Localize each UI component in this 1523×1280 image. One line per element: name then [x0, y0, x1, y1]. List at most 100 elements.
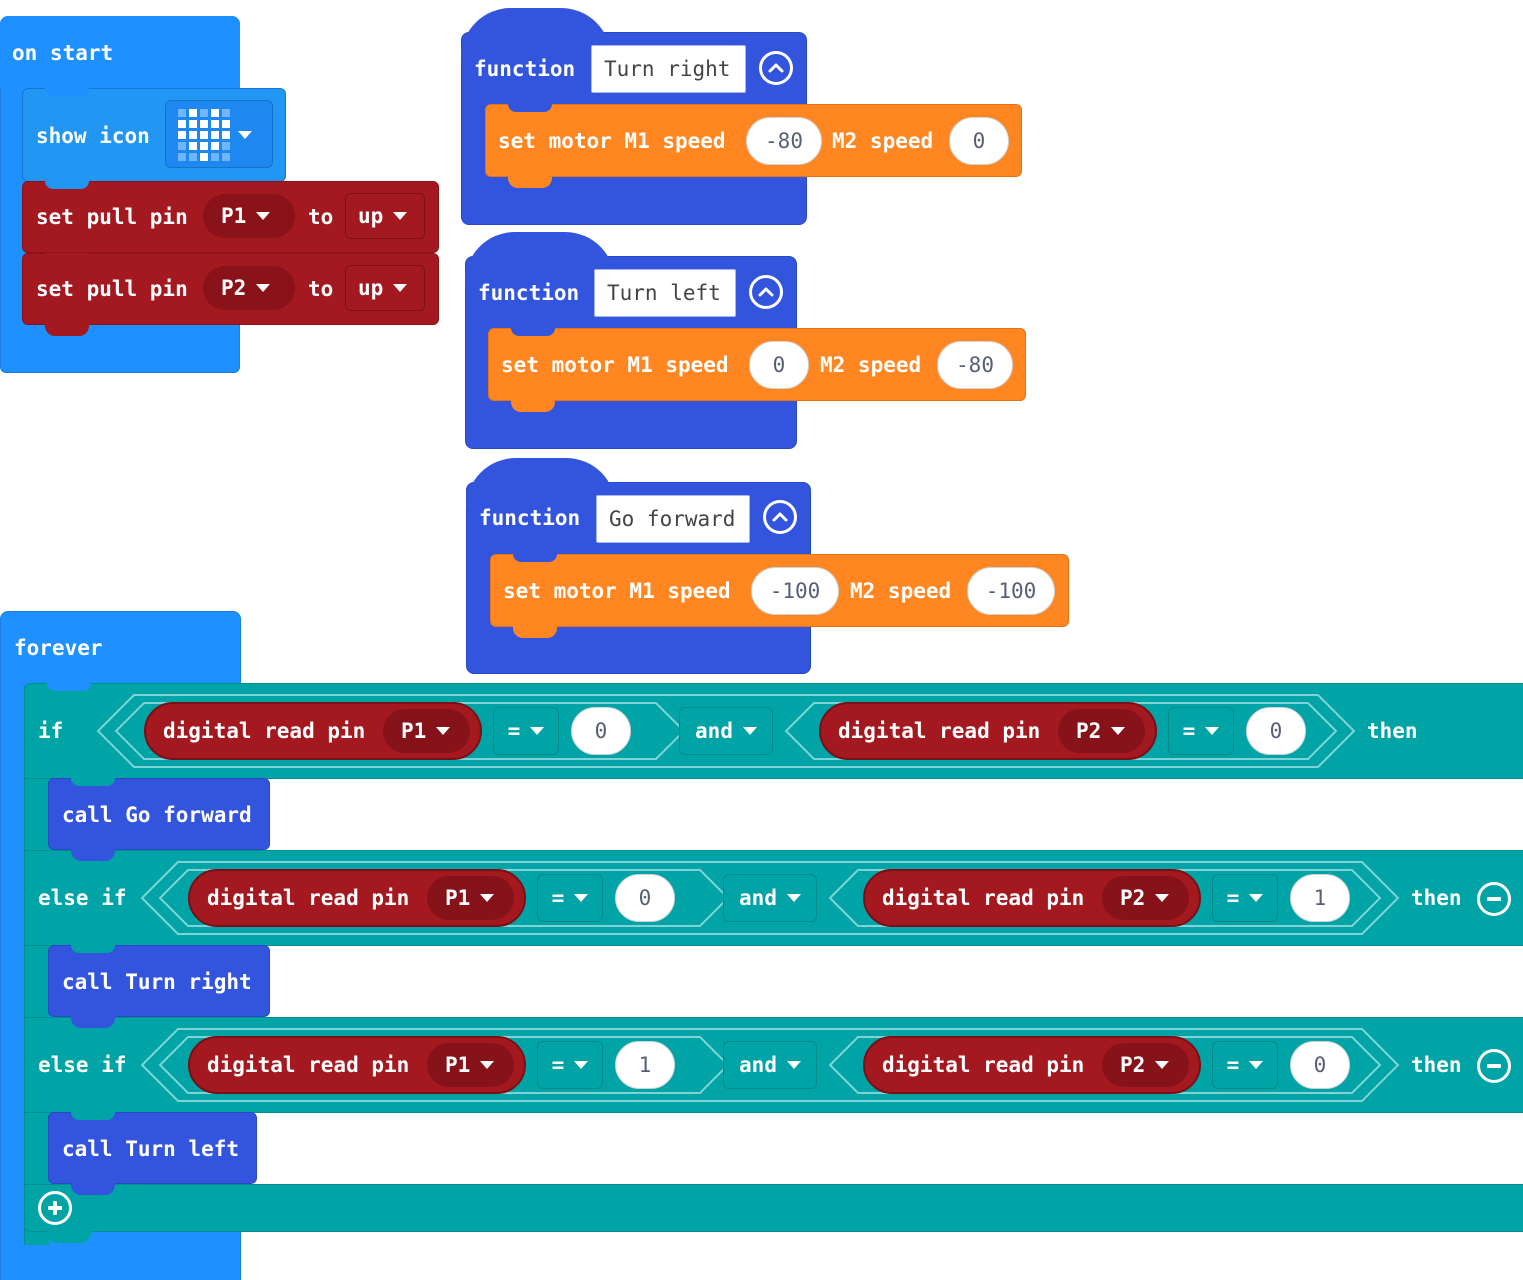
and-dropdown[interactable]: and [723, 1041, 817, 1089]
function-name-field[interactable]: Turn left [594, 269, 736, 317]
pin-dropdown[interactable]: P1 [383, 709, 470, 753]
notch [45, 181, 89, 189]
m2-speed-label: M2 speed [832, 129, 934, 153]
function-keyword: function [478, 281, 580, 305]
notch-tab [47, 1231, 91, 1243]
m2-speed-input[interactable]: -100 [967, 567, 1055, 615]
compare-op-dropdown[interactable]: = [493, 707, 559, 755]
digital-read-pin-label: digital read pin [207, 886, 410, 910]
minus-icon [1487, 897, 1501, 901]
set-motor-label: set motor M1 speed [498, 129, 726, 153]
pin-dropdown[interactable]: P2 [203, 266, 295, 310]
chevron-down-icon [786, 1061, 801, 1069]
notch [511, 328, 555, 336]
pin-dropdown[interactable]: P1 [427, 1043, 514, 1087]
compare-op: = [1182, 719, 1196, 743]
pull-mode-value: up [358, 204, 384, 228]
notch [71, 945, 115, 953]
compare-op-dropdown[interactable]: = [537, 874, 603, 922]
m1-speed-value: -80 [765, 129, 803, 153]
compare-value: 0 [594, 719, 608, 743]
chevron-down-icon [574, 1061, 589, 1069]
compare-value: 0 [1313, 1053, 1327, 1077]
compare-op-dropdown[interactable]: = [1212, 1041, 1278, 1089]
then-label: then [1411, 886, 1462, 910]
m2-speed-label: M2 speed [850, 579, 952, 603]
add-branch-button[interactable] [38, 1191, 72, 1225]
compare-value-input[interactable]: 1 [1290, 874, 1350, 922]
chevron-down-icon [436, 727, 451, 735]
pin-value: P2 [1076, 719, 1102, 743]
on-start-label: on start [12, 41, 114, 65]
m2-speed-input[interactable]: -80 [937, 341, 1013, 389]
function-name-field[interactable]: Go forward [596, 495, 750, 543]
function-name: Turn left [607, 281, 721, 305]
remove-branch-button[interactable] [1477, 1049, 1511, 1083]
digital-read-pin-label: digital read pin [882, 886, 1085, 910]
icon-picker[interactable] [165, 100, 273, 168]
call-function-block[interactable] [48, 945, 270, 1017]
else-if-keyword: else if [38, 1053, 127, 1077]
compare-value-input[interactable]: 1 [615, 1041, 675, 1089]
set-motor-label: set motor M1 speed [501, 353, 729, 377]
chevron-down-icon [574, 894, 589, 902]
compare-op: = [551, 886, 565, 910]
call-label: call Turn left [62, 1137, 240, 1161]
m2-speed-input[interactable]: 0 [949, 117, 1009, 165]
forever-label: forever [14, 636, 103, 660]
conj: and [739, 1053, 777, 1077]
compare-value-input[interactable]: 0 [1290, 1041, 1350, 1089]
pin-value: P1 [445, 1053, 471, 1077]
compare-value-input[interactable]: 0 [1246, 707, 1306, 755]
chevron-down-icon [393, 212, 408, 220]
pin-dropdown[interactable]: P1 [203, 194, 295, 238]
and-dropdown[interactable]: and [723, 874, 817, 922]
pin-dropdown[interactable]: P2 [1102, 1043, 1189, 1087]
pull-mode-dropdown[interactable]: up [345, 265, 425, 311]
notch [45, 88, 89, 96]
m1-speed-input[interactable]: 0 [749, 341, 809, 389]
collapse-params-button[interactable] [759, 51, 793, 85]
show-icon-label: show icon [36, 124, 150, 148]
compare-op-dropdown[interactable]: = [1212, 874, 1278, 922]
function-hat-cap [466, 458, 616, 508]
call-function-block[interactable] [48, 778, 270, 850]
compare-value-input[interactable]: 0 [571, 707, 631, 755]
call-label: call Turn right [62, 970, 252, 994]
pin-value: P1 [221, 204, 247, 228]
chevron-up-icon [772, 512, 788, 522]
chevron-down-icon [742, 727, 757, 735]
minus-icon [1487, 1064, 1501, 1068]
notch [513, 554, 557, 562]
pin-dropdown[interactable]: P2 [1102, 876, 1189, 920]
remove-branch-button[interactable] [1477, 882, 1511, 916]
collapse-params-button[interactable] [749, 275, 783, 309]
if-else-footer [24, 1184, 1523, 1232]
chevron-down-icon [1155, 1061, 1170, 1069]
function-keyword: function [479, 506, 581, 530]
and-condition-outline [140, 1028, 1400, 1102]
function-name-field[interactable]: Turn right [591, 45, 746, 93]
m1-speed-input[interactable]: -100 [751, 567, 839, 615]
chevron-down-icon [1249, 1061, 1264, 1069]
compare-op-dropdown[interactable]: = [537, 1041, 603, 1089]
pin-dropdown[interactable]: P2 [1058, 709, 1145, 753]
collapse-params-button[interactable] [763, 500, 797, 534]
m1-speed-input[interactable]: -80 [746, 117, 822, 165]
if-else-spine [24, 779, 49, 1245]
compare-value-input[interactable]: 0 [615, 874, 675, 922]
pin-dropdown[interactable]: P1 [427, 876, 514, 920]
compare-op: = [507, 719, 521, 743]
pull-mode-dropdown[interactable]: up [345, 193, 425, 239]
compare-op: = [1226, 886, 1240, 910]
compare-op-dropdown[interactable]: = [1168, 707, 1234, 755]
and-dropdown[interactable]: and [679, 707, 773, 755]
function-keyword: function [474, 57, 576, 81]
compare-value: 0 [1269, 719, 1283, 743]
function-hat-cap [465, 232, 615, 282]
conj: and [695, 719, 733, 743]
set-pull-pin-label: set pull pin [36, 277, 188, 301]
call-function-block[interactable] [48, 1112, 257, 1184]
chevron-down-icon [1111, 727, 1126, 735]
chevron-down-icon [1249, 894, 1264, 902]
